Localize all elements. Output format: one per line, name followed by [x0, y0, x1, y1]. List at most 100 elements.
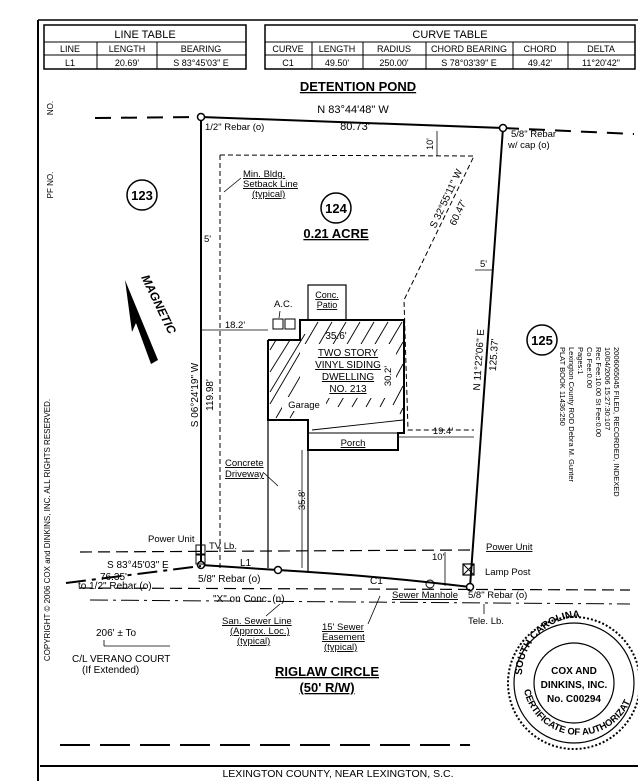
curve-table-header: CURVE [272, 44, 303, 54]
easement-leader [367, 595, 381, 625]
line-table-header: LINE [60, 44, 80, 54]
line-table-cell: S 83°45'03" E [173, 58, 229, 68]
lamp-post-label: Lamp Post [485, 567, 531, 578]
magnetic-north-arrow [125, 280, 158, 364]
lot-124-number: 124 [325, 201, 347, 216]
power-unit-right-box [462, 563, 475, 576]
east-length: 125.37' [488, 338, 501, 371]
curve-table-cell: C1 [282, 58, 294, 68]
setback-label-3: (typical) [252, 189, 285, 200]
power-unit-right-label: Power Unit [486, 542, 533, 553]
south-boundary-curve [200, 564, 471, 588]
curve-table-cell: 11°20'42" [582, 58, 620, 68]
rebar-sw-label: 5/8" Rebar (o) [198, 574, 260, 585]
street-right-of-way: (50' R/W) [299, 680, 354, 695]
line-table-cell: 20.69' [115, 58, 140, 68]
dwelling-label-3: DWELLING [322, 372, 374, 383]
north-line-extension-left [94, 116, 200, 119]
west-bearing: S 06°24'19" W [190, 362, 201, 427]
dim-35-8: 35.8' [297, 490, 308, 510]
svg-text:Pages:1: Pages:1 [576, 347, 585, 375]
setback-line [219, 154, 475, 431]
street-name: RIGLAW CIRCLE [275, 664, 379, 679]
rebar-se-label: 5/8" Rebar (o) [468, 590, 527, 601]
curve-table-header: LENGTH [319, 44, 356, 54]
l1-label: L1 [240, 558, 252, 569]
seal-line-2: DINKINS, INC. [541, 680, 608, 691]
svg-text:2006065045 FILED, RECORDED, IN: 2006065045 FILED, RECORDED, INDEXED [612, 347, 621, 497]
dim-30-2: 30.2' [383, 366, 394, 386]
recording-stamp: 2006065045 FILED, RECORDED, INDEXED 10/0… [558, 347, 621, 497]
ac-label: A.C. [274, 299, 292, 310]
sewer-manhole-symbol [425, 579, 435, 589]
rebar-ne-pin [498, 123, 508, 133]
garage-label-box [282, 397, 326, 411]
north-line-extension-right [502, 127, 635, 135]
setback-label-2: Setback Line [243, 179, 298, 190]
curve-table-header: CHORD BEARING [431, 44, 507, 54]
location-footer: LEXINGTON COUNTY, NEAR LEXINGTON, S.C. [222, 768, 453, 780]
distance-206-label: 206' ± To [96, 628, 136, 639]
dwelling-label-2: VINYL SIDING [315, 360, 381, 371]
x-on-conc-label: "X" on Conc. (n) [213, 594, 285, 605]
south-length: 76.35' [100, 572, 127, 583]
west-length: 119.98' [205, 379, 216, 411]
lot-123-circle [126, 179, 158, 211]
sewer-line-label-1: San. Sewer Line [222, 616, 292, 627]
curve-table-cell: 49.42' [528, 58, 553, 68]
rebar-ne-label: 5/8" Rebar [511, 129, 556, 140]
line-table-header: LENGTH [109, 44, 146, 54]
rebar-ne-cap-label: w/ cap (o) [507, 140, 550, 151]
margin-no-label: NO. [46, 101, 55, 115]
sewer-manhole-label: Sewer Manhole [392, 590, 458, 601]
east-bearing: N 11°22'06" E [472, 328, 487, 390]
lot-125-number: 125 [531, 333, 553, 348]
sewer-line-label-3: (typical) [237, 636, 270, 647]
curve-table-cell: 250.00' [379, 58, 409, 68]
sewer-line-leader [265, 603, 281, 617]
curve-table-header: RADIUS [377, 44, 411, 54]
line-table-title: LINE TABLE [114, 29, 175, 41]
svg-text:Co Fee:0.00: Co Fee:0.00 [585, 347, 594, 388]
copyright-notice: COPYRIGHT © 2006 COX and DINKINS, INC. A… [43, 399, 52, 661]
power-unit-right-x2 [462, 563, 475, 576]
garage-label: Garage [288, 400, 320, 411]
curve-table-header: DELTA [587, 44, 615, 54]
svg-text:10/04/2006 15:27:30:107: 10/04/2006 15:27:30:107 [603, 347, 612, 430]
dim-10-bottom: 10' [432, 552, 445, 563]
patio-label-1: Conc. [315, 290, 339, 300]
ac-unit-2 [284, 318, 296, 330]
rebar-se-pin [465, 582, 475, 592]
verano-court-label-1: C/L VERANO COURT [72, 654, 170, 665]
sewer-line-label-2: (Approx. Loc.) [230, 626, 290, 637]
detention-pond-label: DETENTION POND [300, 79, 416, 94]
power-unit-left-label: Power Unit [148, 534, 195, 545]
curve-table-cell: 49.50' [325, 58, 350, 68]
to-rebar-label: to 1/2" Rebar (o) [78, 581, 152, 592]
line-table: LINE TABLE LINE LENGTH BEARING L1 20.69'… [43, 24, 247, 70]
svg-text:Rec Fee:10.00 St Fee:0.00: Rec Fee:10.00 St Fee:0.00 [594, 347, 603, 437]
south-line-extension [65, 565, 202, 584]
right-of-way-dashed-1 [79, 549, 471, 553]
dwelling-label-box [300, 344, 396, 398]
rebar-sw-pin [196, 560, 206, 570]
tele-lb-label: Tele. Lb. [468, 616, 504, 627]
ac-leader [278, 310, 281, 319]
south-bearing: S 83°45'03" E [107, 560, 169, 571]
driveway-label-2: Driveway [225, 469, 264, 480]
magnetic-label: MAGNETIC [138, 272, 179, 336]
curve-table-title: CURVE TABLE [412, 29, 487, 41]
x-on-conc-pin [273, 565, 283, 575]
north-bearing: N 83°44'48" W [317, 104, 389, 116]
tv-lb-label: TV Lb. [209, 541, 237, 552]
dim-19-4: 19.4' [433, 426, 453, 437]
acreage-label: 0.21 ACRE [303, 226, 369, 241]
dim-5-left: 5' [204, 234, 211, 245]
dim-10-top: 10' [425, 138, 435, 150]
power-unit-left-box [195, 544, 206, 555]
svg-text:Lexington County ROD Debra M.: Lexington County ROD Debra M. Gunter [567, 347, 576, 483]
curve-table: CURVE TABLE CURVE LENGTH RADIUS CHORD BE… [264, 24, 636, 70]
setback-leader [223, 177, 242, 193]
patio-label-2: Patio [317, 300, 338, 310]
dim-18-2: 18.2' [225, 320, 245, 331]
